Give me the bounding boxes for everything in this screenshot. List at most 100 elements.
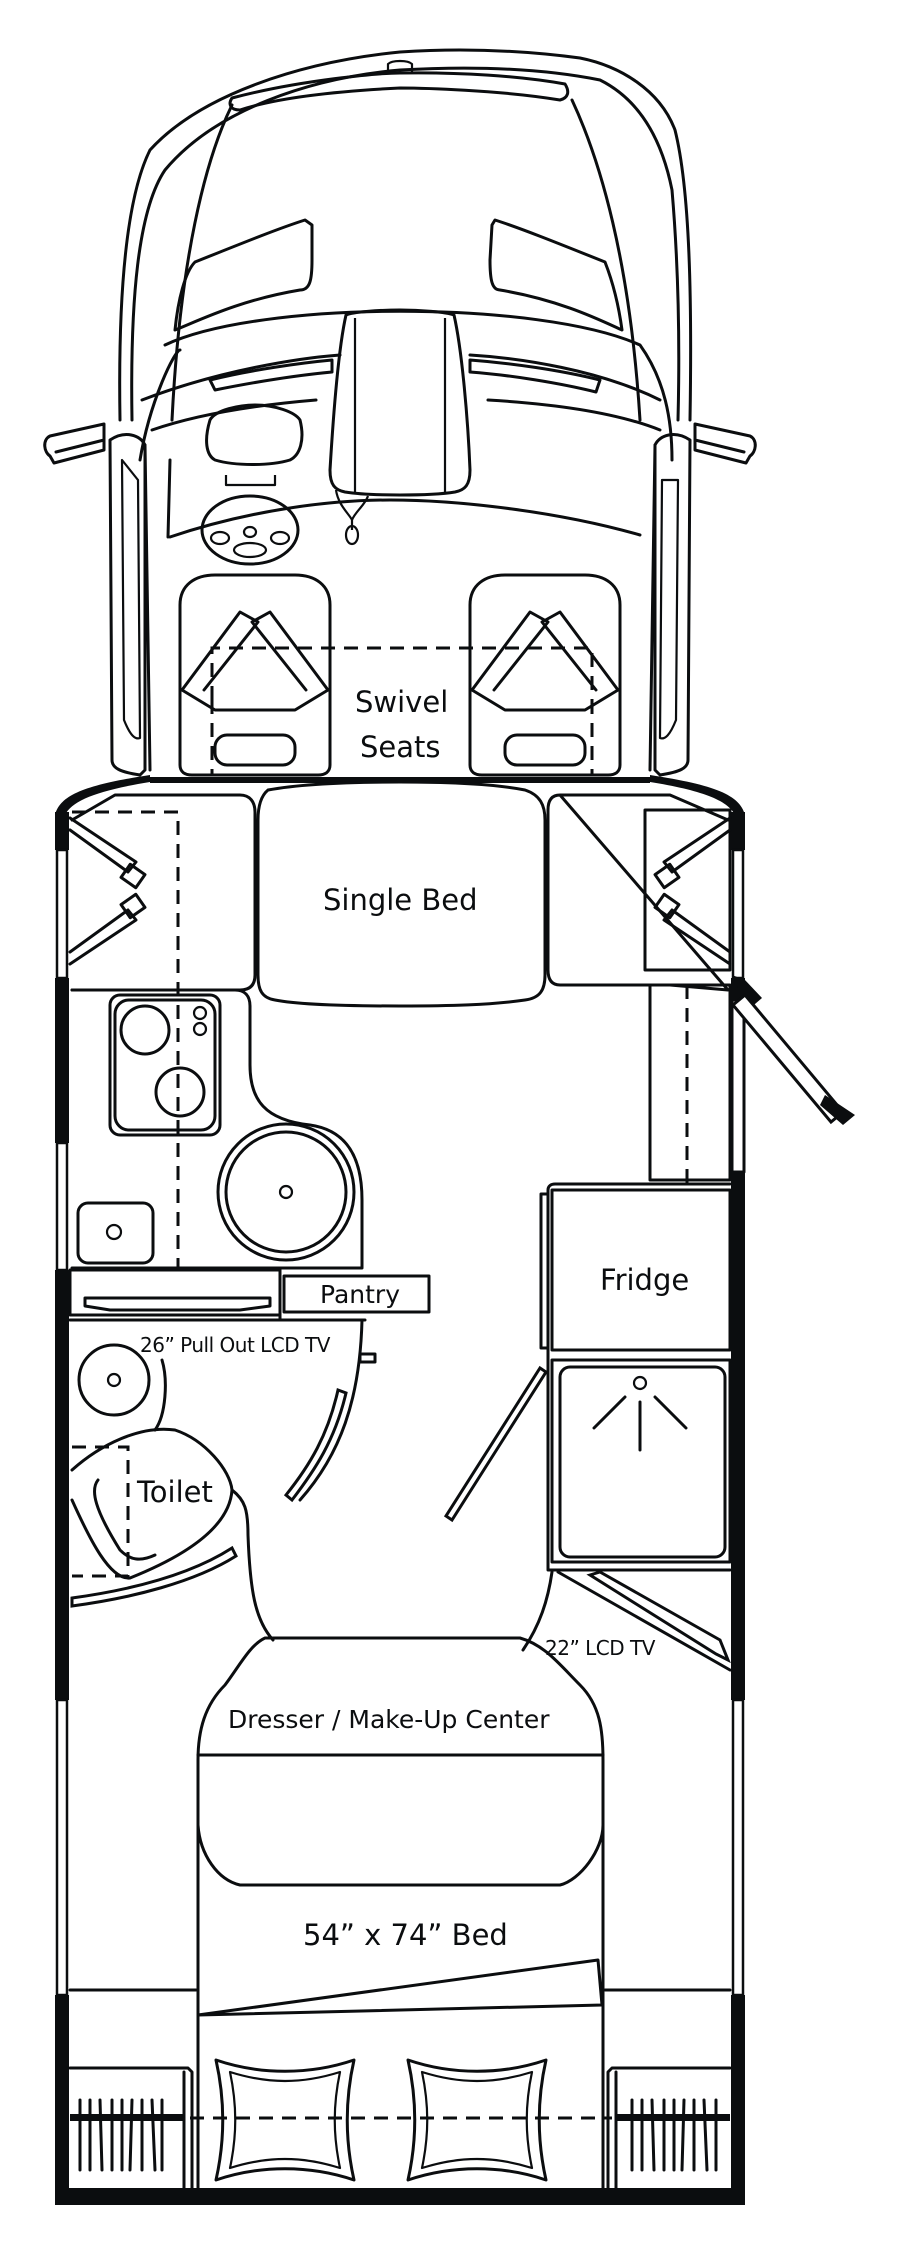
dashboard-arc-inner: [138, 348, 182, 462]
left-cabinet-hinge-upper: [119, 862, 147, 890]
dresser-makeup-center: [196, 1636, 605, 1887]
bed-label: 54” x 74” Bed: [303, 1918, 508, 1952]
steering-column: [224, 475, 277, 487]
bathroom: Toilet: [70, 1318, 377, 1642]
right-window-1: [731, 848, 745, 980]
pillow-right-icon: [406, 2058, 548, 2182]
aisle-right-curve: [521, 1570, 554, 1652]
cab-roof-inner: [130, 66, 681, 422]
left-cabinet-door-lower: [68, 908, 138, 966]
left-cabinet-door-upper: [68, 816, 138, 874]
front-cabinets: Single Bed: [68, 780, 732, 1268]
bedroom: Dresser / Make-Up Center 54” x 74” Bed: [68, 1636, 732, 2190]
cab-side-right: [648, 443, 657, 772]
entry-door[interactable]: [730, 975, 855, 1125]
entry-door-frame: [730, 998, 746, 1174]
right-wall-4: [731, 1995, 745, 2205]
right-cabinet-hinge-upper: [653, 862, 681, 890]
right-cabinet-door-upper: [662, 816, 732, 874]
lcd-tv-label: 22” LCD TV: [545, 1636, 656, 1660]
bathroom-sliding-door[interactable]: [283, 1387, 348, 1503]
dash-vent-right: [468, 358, 602, 394]
left-closet-hangers-icon: [70, 2098, 184, 2172]
left-overhead-cabinet: [70, 793, 257, 992]
skylight-right: [488, 218, 624, 332]
mirror-left-icon: [43, 422, 106, 465]
rear-wall: [55, 2188, 745, 2205]
toilet-shower-door[interactable]: [70, 1545, 238, 1608]
engine-cover: [328, 308, 472, 497]
left-cabinet-dashed: [72, 810, 180, 1268]
entry-step: [648, 983, 732, 1182]
fridge-shower: Fridge 22” LCD TV: [443, 1182, 732, 1672]
right-window-2: [731, 1698, 745, 1997]
pantry-cabinet[interactable]: [282, 1274, 431, 1314]
steering-spoke-right: [269, 530, 291, 546]
door-right: [653, 433, 692, 777]
a-pillar-left: [170, 103, 234, 422]
swivel-seats: Swivel Seats: [178, 573, 622, 777]
shower-pan: [558, 1365, 727, 1559]
dresser-label: Dresser / Make-Up Center: [228, 1705, 550, 1734]
front-wall-arc-right: [650, 775, 745, 815]
cab-front-cap: [228, 71, 570, 112]
door-left: [108, 433, 147, 777]
sink-icon: [76, 1201, 155, 1265]
fridge-outer: [546, 1182, 732, 1572]
swivel-seat-left: [178, 573, 332, 777]
pull-out-tv-tray: [83, 1296, 272, 1312]
toilet-seat: [93, 1478, 157, 1561]
dash-upper: [140, 353, 662, 402]
bed-blanket-fold: [196, 1958, 604, 2017]
front-wall-arc-left: [55, 775, 150, 815]
pantry-divider: [68, 1268, 367, 1322]
dash-lower: [150, 398, 662, 432]
right-cabinet-hinge-lower: [653, 892, 681, 920]
dash-vent-left: [208, 358, 334, 392]
steering-wheel-icon: [200, 494, 300, 566]
cab-roof-outer: [118, 48, 693, 422]
steering-hub: [242, 525, 258, 539]
toilet-icon: [70, 1427, 234, 1580]
left-wall-2: [55, 978, 69, 1143]
right-nightstand: [606, 2066, 732, 2190]
door-left-window: [120, 458, 142, 740]
skylight-left: [173, 218, 314, 332]
shower-door-open[interactable]: [443, 1365, 549, 1523]
stove-icon: [108, 993, 222, 1137]
single-bed: [256, 780, 547, 1008]
cab: [43, 48, 757, 777]
bathroom-sink-icon: [77, 1343, 167, 1432]
fridge-label: Fridge: [600, 1263, 689, 1297]
dash-bottom-edge: [166, 458, 642, 539]
galley-counter: [70, 988, 364, 1270]
right-closet-hangers-icon: [616, 2098, 730, 2172]
left-wall-3: [55, 1270, 69, 1700]
dashboard-arc: [163, 309, 674, 462]
right-overhead-cabinet: [546, 793, 730, 992]
pantry-area: Pantry 26” Pull Out LCD TV: [68, 1268, 431, 1357]
galley: [70, 988, 364, 1270]
left-cabinet-hinge-lower: [119, 892, 147, 920]
cab-antenna: [386, 59, 414, 72]
left-wall-4: [55, 1995, 69, 2205]
front-bulkhead: [150, 777, 650, 783]
lcd-tv-22-panel[interactable]: [586, 1570, 731, 1664]
shower-enclosure: [550, 1358, 732, 1564]
pull-out-tv-label: 26” Pull Out LCD TV: [140, 1333, 331, 1357]
left-window-3: [55, 1698, 69, 1997]
swivel-seats-label-line2: Seats: [360, 730, 441, 764]
toilet-clearance-dashed: [72, 1445, 130, 1578]
main-bed-outline: [196, 1823, 605, 2190]
right-wall-3: [731, 1172, 745, 1700]
gear-knob-icon: [344, 524, 360, 546]
swivel-seats-rotation-outline: [210, 646, 594, 775]
cab-side-left: [143, 443, 152, 772]
steering-pad: [232, 541, 268, 559]
left-nightstand: [68, 2066, 194, 2190]
coach-walls: [55, 775, 855, 2205]
single-bed-label: Single Bed: [323, 883, 478, 917]
fridge-box[interactable]: [550, 1188, 732, 1352]
bathroom-door-handle[interactable]: [358, 1352, 377, 1364]
left-window-2: [55, 1141, 69, 1272]
